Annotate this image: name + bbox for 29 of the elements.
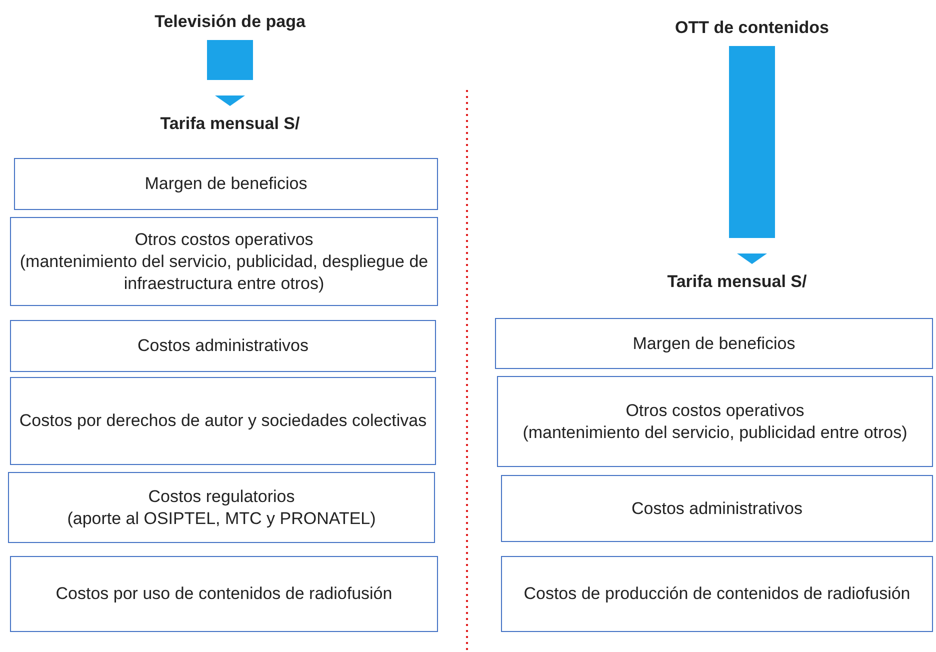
box-detail: (mantenimiento del servicio, publicidad entre otros) — [522, 422, 908, 444]
cost-box — [501, 556, 933, 632]
heading-text: OTT de contenidos — [652, 14, 852, 42]
cost-box — [501, 475, 933, 542]
heading-text: Tarifa mensual S/ — [135, 110, 325, 138]
block-arrow — [207, 40, 253, 106]
box-detail: (mantenimiento del servicio, publicidad, despliegue de infraestructura entre otros) — [19, 250, 429, 294]
cost-box — [14, 158, 438, 210]
box-title: Costos administrativos — [631, 498, 802, 520]
box-title: Otros costos operativos — [134, 228, 314, 250]
cost-box — [495, 318, 933, 369]
cost-box — [10, 217, 438, 306]
box-title: Margen de beneficios — [632, 332, 796, 354]
cost-box — [497, 376, 933, 467]
box-title: Costos administrativos — [137, 335, 308, 357]
box-detail: (aporte al OSIPTEL, MTC y PRONATEL) — [67, 508, 376, 530]
cost-box — [10, 556, 438, 632]
cost-box — [10, 320, 436, 372]
box-title: Costos regulatorios — [148, 486, 295, 508]
cost-box — [10, 377, 436, 465]
box-title: Costos de producción de contenidos de radiofusión — [524, 583, 910, 605]
box-title: Margen de beneficios — [144, 173, 308, 195]
box-title: Costos por uso de contenidos de radiofusión — [56, 583, 392, 605]
heading-text: Tarifa mensual S/ — [637, 268, 837, 296]
heading-text: Televisión de paga — [140, 8, 320, 36]
box-title: Otros costos operativos — [626, 400, 804, 422]
box-title: Costos por derechos de autor y sociedades colectivas — [19, 410, 427, 432]
cost-box — [8, 472, 435, 543]
block-arrow — [729, 46, 775, 264]
